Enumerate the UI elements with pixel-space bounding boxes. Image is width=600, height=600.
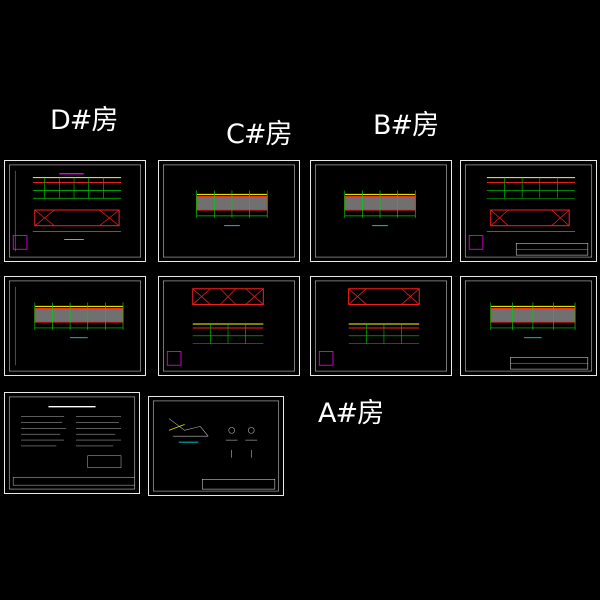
drawing-sheet-b-elevation-1[interactable] <box>460 160 597 262</box>
drawing-sheet-d-plan-2[interactable] <box>4 276 146 376</box>
drawing-sheet-d-elevation-1[interactable] <box>4 160 146 262</box>
house-label-c: C#房 <box>226 119 292 150</box>
house-label-b: B#房 <box>373 110 439 141</box>
drawing-sheet-b-elevation-2[interactable] <box>310 276 452 376</box>
drawing-sheet-b-plan-2[interactable] <box>460 276 597 376</box>
sheet-drawing <box>315 164 447 258</box>
sheet-drawing <box>152 400 280 492</box>
sheet-drawing <box>163 280 295 372</box>
drawing-sheet-details[interactable] <box>148 396 284 496</box>
sheet-drawing <box>315 280 447 372</box>
drawing-sheet-b-plan-1[interactable] <box>310 160 452 262</box>
drawing-sheet-c-elevation-2[interactable] <box>158 276 300 376</box>
drawing-sheet-notes[interactable] <box>4 392 140 494</box>
sheet-drawing <box>9 164 141 258</box>
sheet-drawing <box>163 164 295 258</box>
sheet-drawing <box>464 164 593 258</box>
sheet-drawing <box>464 280 593 372</box>
house-label-a: A#房 <box>318 398 384 429</box>
sheet-drawing <box>9 280 141 372</box>
drawing-sheet-c-plan-1[interactable] <box>158 160 300 262</box>
sheet-drawing <box>8 396 136 490</box>
house-label-d: D#房 <box>50 105 118 136</box>
